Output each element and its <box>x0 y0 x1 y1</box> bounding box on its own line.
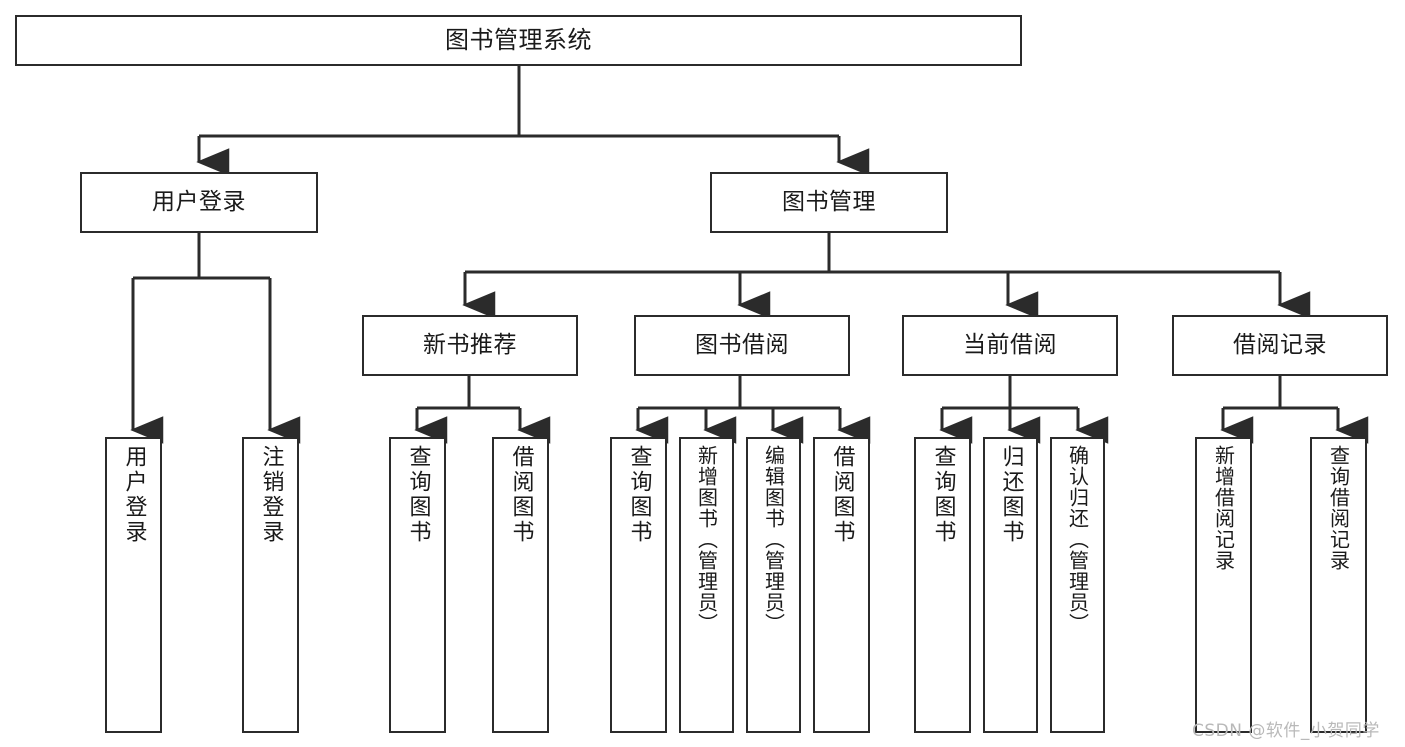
node-label: 查询图书 <box>626 445 652 545</box>
node-new-book-recommend[interactable]: 新书推荐 <box>362 315 578 376</box>
node-borrow-record[interactable]: 借阅记录 <box>1172 315 1388 376</box>
csdn-watermark: CSDN @软件_小贺同学 <box>1192 721 1380 741</box>
node-leaf-borrow-book-recommend[interactable]: 借阅图书 <box>492 437 549 733</box>
node-label: 查询借阅记录 <box>1326 445 1351 571</box>
node-label: 用户登录 <box>121 445 147 545</box>
node-label: 新增借阅记录 <box>1211 445 1236 571</box>
node-label: 借阅记录 <box>1233 331 1327 358</box>
node-label: 当前借阅 <box>963 331 1057 358</box>
node-leaf-query-book-borrow[interactable]: 查询图书 <box>610 437 667 733</box>
node-label: 归还图书 <box>998 445 1024 545</box>
node-label: 编辑图书（管理员） <box>761 445 786 634</box>
node-label: 借阅图书 <box>508 445 534 545</box>
node-leaf-edit-book[interactable]: 编辑图书（管理员） <box>746 437 801 733</box>
node-leaf-add-book[interactable]: 新增图书（管理员） <box>679 437 734 733</box>
node-label: 图书管理系统 <box>445 26 592 55</box>
node-label: 图书管理 <box>782 188 876 215</box>
node-leaf-logout-login[interactable]: 注销登录 <box>242 437 299 733</box>
node-leaf-query-book-recommend[interactable]: 查询图书 <box>389 437 446 733</box>
node-label: 新增图书（管理员） <box>694 445 719 634</box>
node-label: 用户登录 <box>152 188 246 215</box>
node-leaf-query-book-current[interactable]: 查询图书 <box>914 437 971 733</box>
node-current-borrow[interactable]: 当前借阅 <box>902 315 1118 376</box>
node-label: 查询图书 <box>930 445 956 545</box>
node-user-login[interactable]: 用户登录 <box>80 172 318 233</box>
node-label: 借阅图书 <box>829 445 855 545</box>
node-leaf-confirm-return[interactable]: 确认归还（管理员） <box>1050 437 1105 733</box>
node-leaf-user-login[interactable]: 用户登录 <box>105 437 162 733</box>
node-leaf-query-borrow-record[interactable]: 查询借阅记录 <box>1310 437 1367 733</box>
node-label: 新书推荐 <box>423 331 517 358</box>
node-label: 查询图书 <box>405 445 431 545</box>
node-label: 确认归还（管理员） <box>1065 445 1090 634</box>
node-book-management[interactable]: 图书管理 <box>710 172 948 233</box>
node-leaf-return-book[interactable]: 归还图书 <box>983 437 1038 733</box>
node-book-borrow[interactable]: 图书借阅 <box>634 315 850 376</box>
node-label: 注销登录 <box>258 445 284 545</box>
node-label: 图书借阅 <box>695 331 789 358</box>
node-root-book-management-system[interactable]: 图书管理系统 <box>15 15 1022 66</box>
node-leaf-borrow-book-2[interactable]: 借阅图书 <box>813 437 870 733</box>
node-leaf-add-borrow-record[interactable]: 新增借阅记录 <box>1195 437 1252 733</box>
